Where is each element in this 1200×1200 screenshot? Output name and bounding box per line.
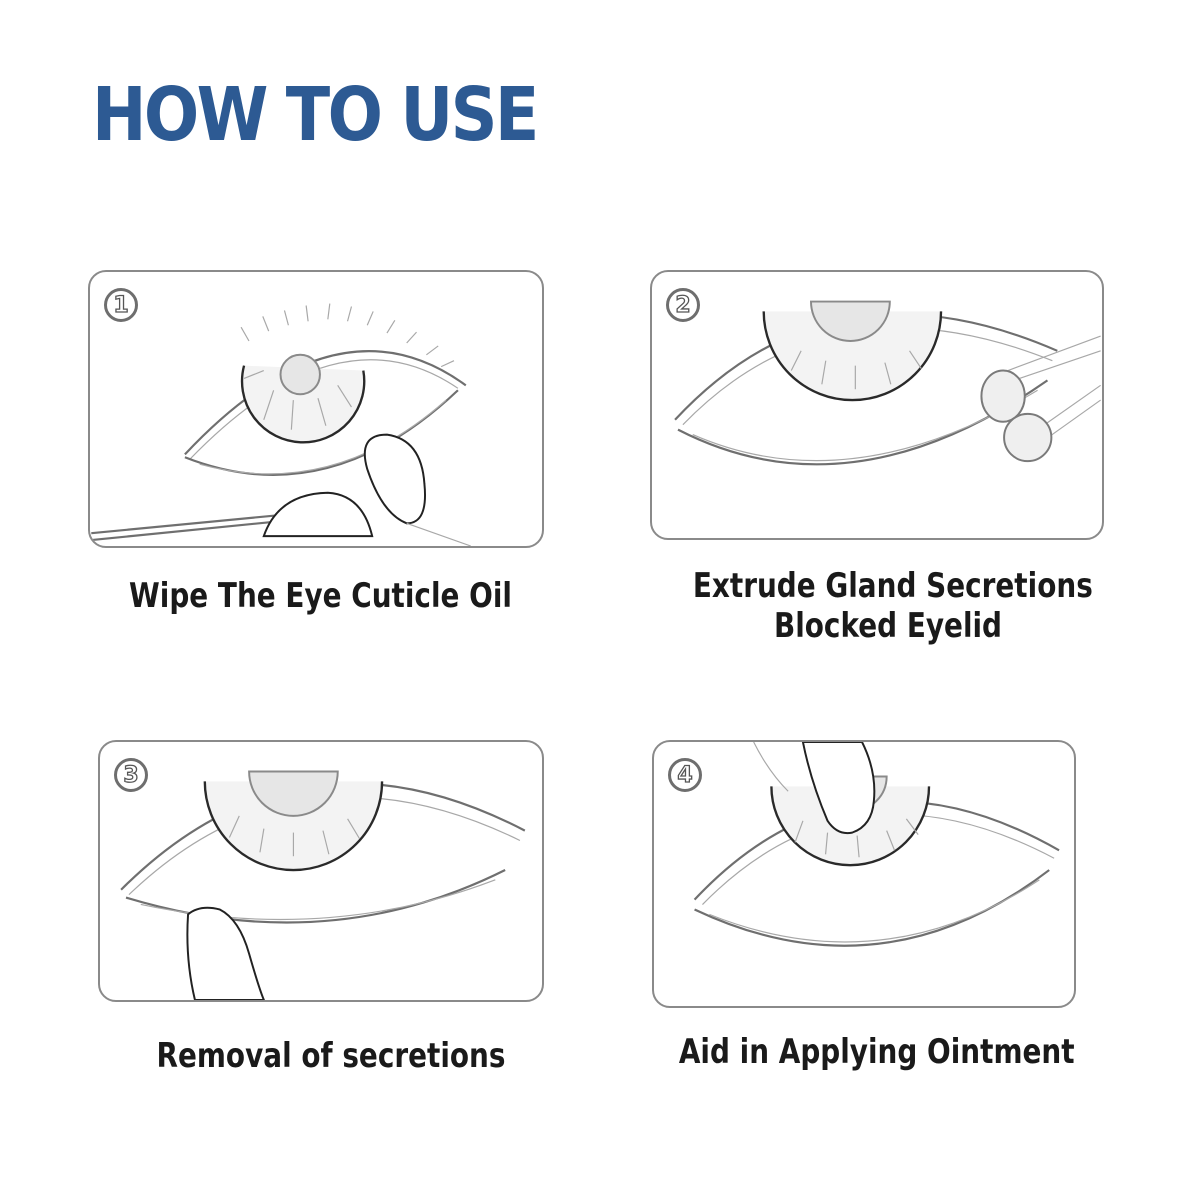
applicator-icon [801, 742, 876, 835]
spatula-icon [980, 369, 1026, 423]
step-number-4: 4 [668, 758, 702, 792]
cotton-swab-icon [186, 906, 265, 1000]
step-number-3: 3 [114, 758, 148, 792]
eye-illustration [693, 742, 1060, 947]
step-card-3: 3 [98, 740, 544, 1002]
step-card-1: 1 [88, 270, 544, 548]
step-card-4: 4 [652, 740, 1076, 1008]
step-caption-1: Wipe The Eye Cuticle Oil [129, 576, 512, 616]
step-card-2: 2 [650, 270, 1104, 540]
step-caption-3: Removal of secretions [156, 1036, 506, 1076]
step-caption-2: Extrude Gland Secretions Blocked Eyelid [692, 566, 1093, 646]
page-title: HOW TO USE [92, 72, 539, 158]
step-number-2: 2 [666, 288, 700, 322]
eye-illustration [120, 770, 526, 1000]
step-number-1: 1 [104, 288, 138, 322]
eye-illustration [91, 303, 471, 546]
step-caption-4: Aid in Applying Ointment [678, 1032, 1075, 1072]
eye-illustration [674, 300, 1101, 466]
cotton-swab-icon [262, 491, 374, 538]
